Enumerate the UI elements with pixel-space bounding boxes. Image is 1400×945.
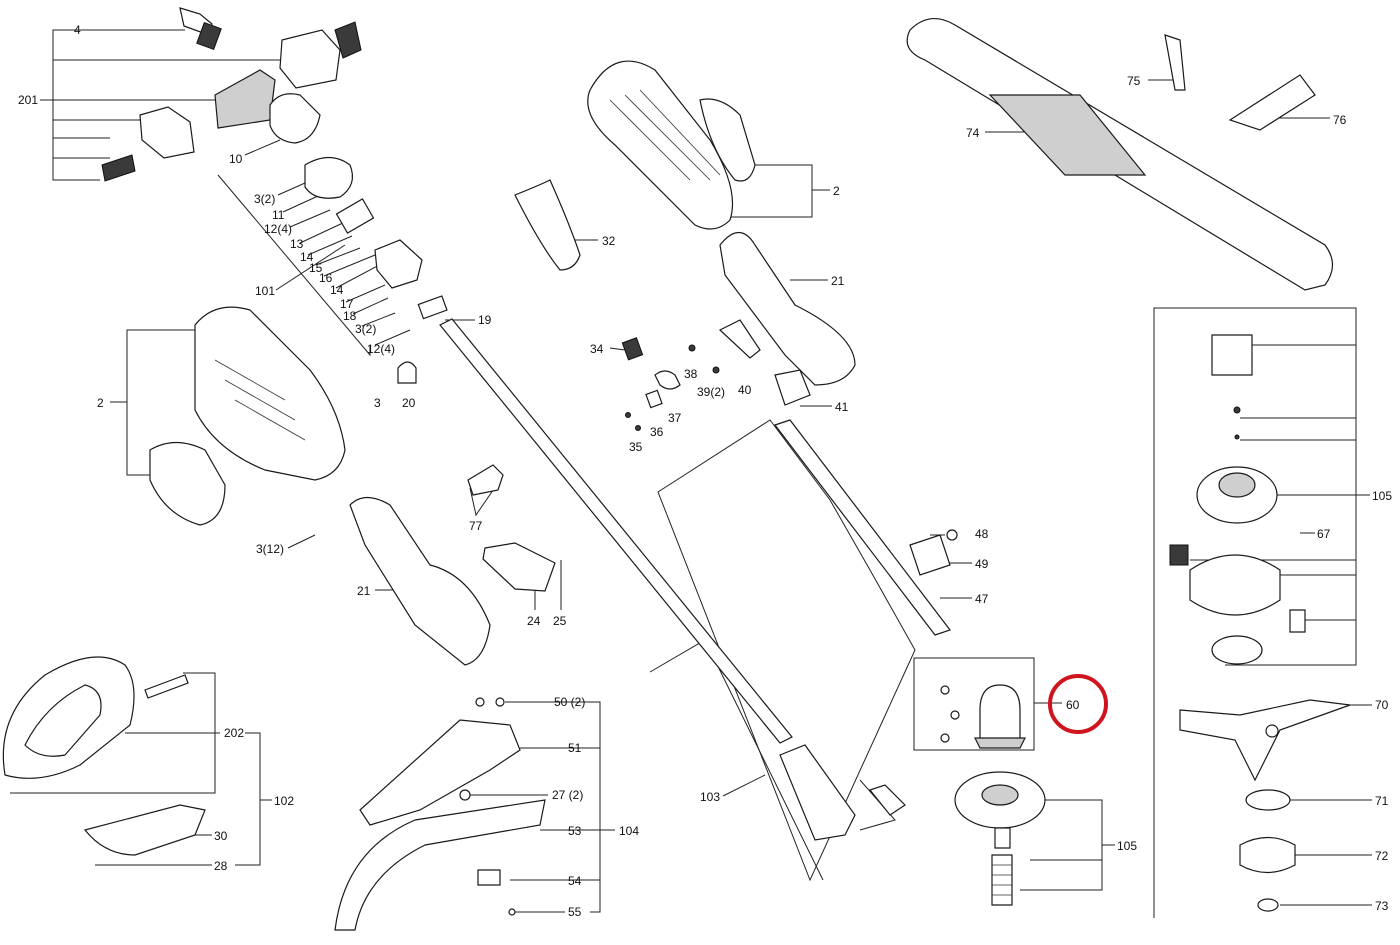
spool-head-105-right — [1169, 334, 1306, 665]
callout-50-2: 50 (2) — [554, 695, 585, 709]
callout-13: 13 — [290, 237, 304, 251]
callout-20: 20 — [402, 396, 416, 410]
motor-housing-right — [587, 60, 756, 230]
callout-202: 202 — [224, 726, 244, 740]
callout-24: 24 — [527, 614, 541, 628]
callout-16: 16 — [319, 271, 333, 285]
callout-54: 54 — [568, 874, 582, 888]
callout-73: 73 — [1375, 899, 1389, 913]
callout-201: 201 — [18, 93, 38, 107]
gear-head-60 — [940, 684, 1026, 749]
callout-21-right: 21 — [831, 274, 845, 288]
cover-32 — [514, 179, 581, 271]
callout-77: 77 — [469, 519, 483, 533]
callout-3-2: 3(2) — [254, 192, 275, 206]
callout-101: 101 — [255, 284, 275, 298]
callout-3-2-b: 3(2) — [355, 322, 376, 336]
callout-72: 72 — [1375, 849, 1389, 863]
small-parts-center — [621, 319, 761, 431]
callout-76: 76 — [1333, 113, 1347, 127]
callout-37: 37 — [668, 411, 682, 425]
callout-34: 34 — [590, 342, 604, 356]
callout-67: 67 — [1317, 527, 1331, 541]
callout-74: 74 — [966, 126, 980, 140]
callout-32: 32 — [602, 234, 616, 248]
callout-14-b: 14 — [330, 283, 344, 297]
callout-11: 11 — [272, 208, 285, 222]
callout-36: 36 — [650, 425, 664, 439]
callout-49: 49 — [975, 557, 989, 571]
guard-104 — [334, 697, 546, 931]
callout-60: 60 — [1066, 698, 1080, 712]
callout-labels: 4 201 10 3(2) 11 12(4) 13 14 15 16 101 1… — [18, 23, 1392, 919]
callout-12-4-b: 12(4) — [367, 342, 395, 356]
callout-14: 14 — [300, 250, 314, 264]
harness-strap — [906, 18, 1334, 291]
highlight-circle — [1048, 674, 1108, 734]
callout-41: 41 — [835, 400, 849, 414]
callout-18: 18 — [343, 309, 357, 323]
callout-103: 103 — [700, 790, 720, 804]
callout-53: 53 — [568, 824, 582, 838]
callout-12-4: 12(4) — [264, 222, 292, 236]
callout-15: 15 — [309, 261, 323, 275]
callout-2-right: 2 — [833, 184, 840, 198]
callout-102: 102 — [274, 794, 294, 808]
shaft-left — [439, 318, 793, 744]
callout-27-2: 27 (2) — [552, 788, 583, 802]
callout-47: 47 — [975, 592, 989, 606]
callout-3: 3 — [374, 396, 381, 410]
callout-4: 4 — [74, 23, 81, 37]
spool-cover-105-mid — [954, 771, 1046, 906]
callout-105-mid: 105 — [1117, 839, 1137, 853]
callout-39-2: 39(2) — [697, 385, 725, 399]
callout-40: 40 — [738, 383, 752, 397]
guard-handle-202 — [2, 656, 206, 856]
callout-48: 48 — [975, 527, 989, 541]
handle-left — [349, 464, 556, 666]
callout-38: 38 — [684, 367, 698, 381]
callout-30: 30 — [214, 829, 228, 843]
callout-19: 19 — [478, 313, 492, 327]
handle-right — [719, 231, 856, 406]
callout-3-12: 3(12) — [256, 542, 284, 556]
callout-25: 25 — [553, 614, 567, 628]
lower-shaft-assembly — [774, 419, 958, 841]
blade-70-parts — [1179, 699, 1351, 912]
callout-71: 71 — [1375, 794, 1389, 808]
callout-2-left: 2 — [97, 396, 104, 410]
callout-75: 75 — [1127, 74, 1141, 88]
callout-70: 70 — [1375, 698, 1389, 712]
callout-10: 10 — [229, 152, 243, 166]
motor-assembly — [101, 7, 448, 384]
callout-105-right: 105 — [1372, 489, 1392, 503]
leader-lines — [10, 29, 1372, 918]
callout-104: 104 — [619, 824, 639, 838]
callout-55: 55 — [568, 905, 582, 919]
callout-28: 28 — [214, 859, 228, 873]
callout-35: 35 — [629, 440, 643, 454]
callout-17: 17 — [340, 297, 354, 311]
callout-51: 51 — [568, 741, 582, 755]
callout-21-left: 21 — [357, 584, 371, 598]
motor-housing-left — [149, 306, 346, 526]
